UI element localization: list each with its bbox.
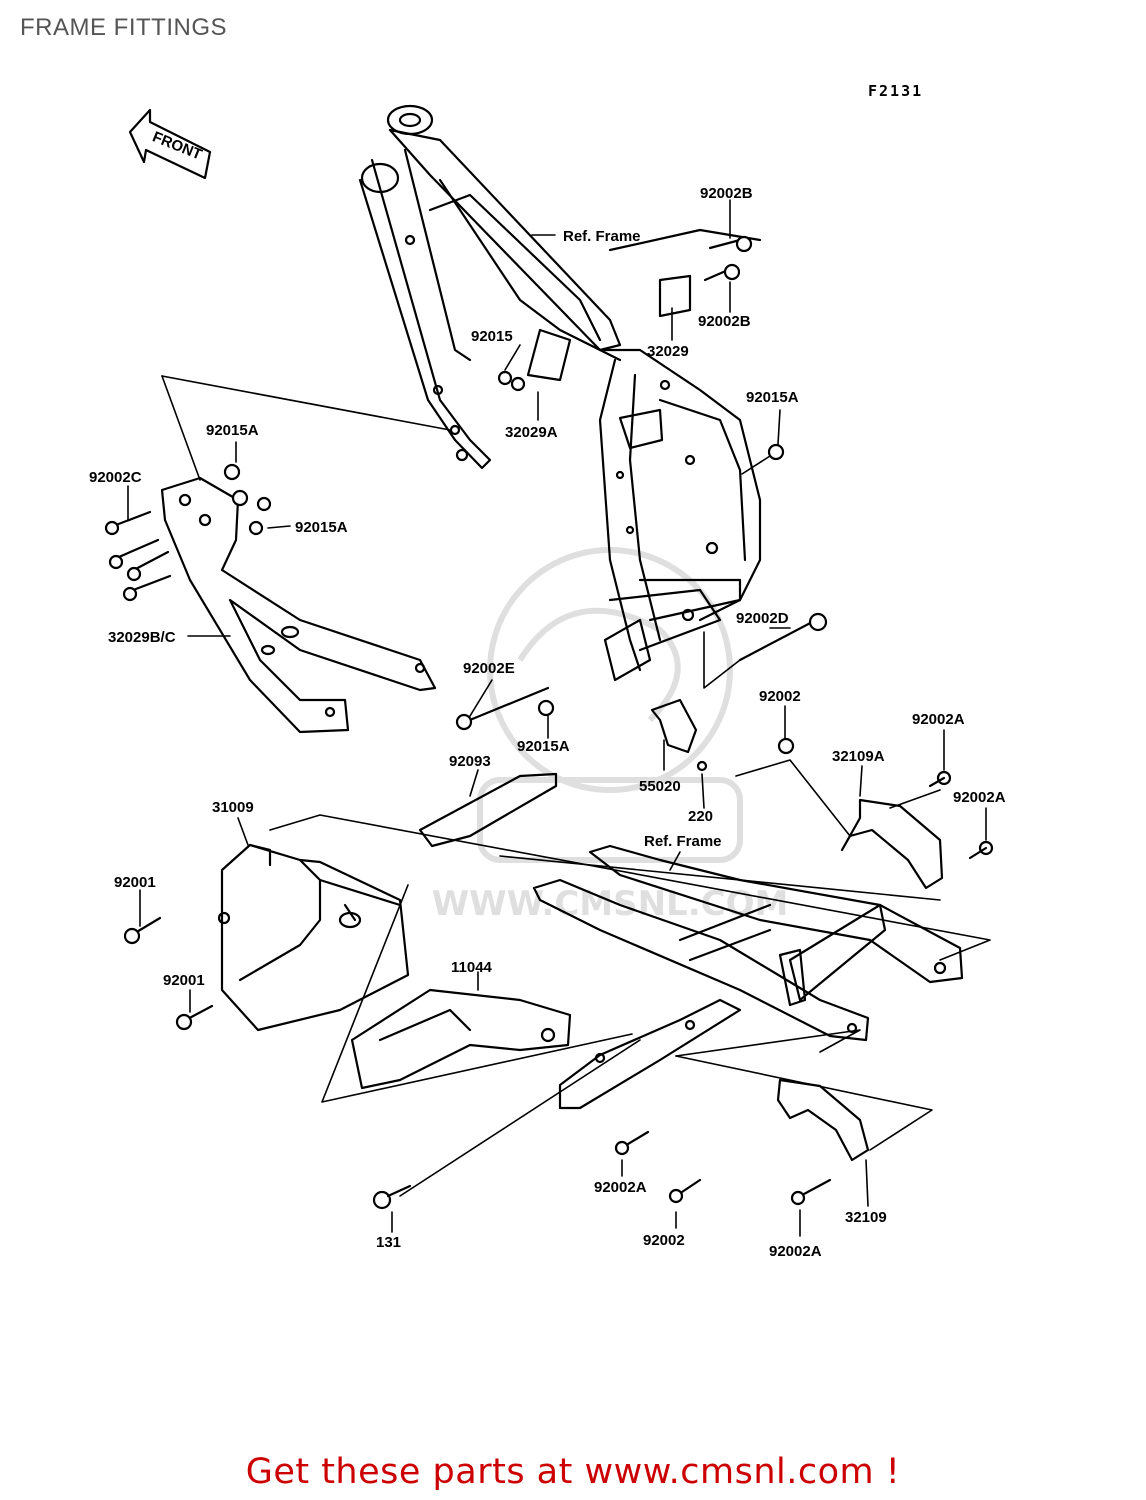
bolts-right <box>455 235 994 860</box>
label-32109a: 32109A <box>832 748 885 765</box>
label-92015a-low: 92015A <box>517 738 570 755</box>
figure-code: F2131 <box>868 82 923 100</box>
bracket-92093 <box>418 772 558 848</box>
bolts-left <box>104 463 272 602</box>
label-92002a-right-2: 92002A <box>953 789 1006 806</box>
label-220: 220 <box>688 808 713 825</box>
page-title: FRAME FITTINGS <box>20 14 227 41</box>
label-92001-a: 92001 <box>114 874 156 891</box>
label-92002c: 92002C <box>89 469 142 486</box>
label-ref-frame-low: Ref. Frame <box>644 833 722 850</box>
label-92002-mid: 92002 <box>759 688 801 705</box>
label-92001-b: 92001 <box>163 972 205 989</box>
leader-lines <box>127 199 991 1237</box>
bolts-lower <box>372 1130 832 1210</box>
label-92093: 92093 <box>449 753 491 770</box>
label-92015a-mid: 92015A <box>295 519 348 536</box>
label-32109: 32109 <box>845 1209 887 1226</box>
clamp-part <box>650 698 698 754</box>
label-32029: 32029 <box>647 343 689 360</box>
label-31009: 31009 <box>212 799 254 816</box>
bolts-92001 <box>123 916 214 1031</box>
label-92002-bottom: 92002 <box>643 1232 685 1249</box>
battery-box <box>217 843 410 1032</box>
label-32029a: 32029A <box>505 424 558 441</box>
label-92015: 92015 <box>471 328 513 345</box>
label-92015a-right: 92015A <box>746 389 799 406</box>
label-32029bc: 32029B/C <box>108 629 176 646</box>
label-92002b-top: 92002B <box>700 185 753 202</box>
label-92002b-bottom: 92002B <box>698 313 751 330</box>
rear-subframe <box>532 844 964 1110</box>
left-subframe-bracket <box>160 476 437 734</box>
label-11044: 11044 <box>451 959 493 976</box>
lower-cover <box>350 988 572 1090</box>
label-ref-frame-top: Ref. Frame <box>563 228 641 245</box>
cta-text[interactable]: Get these parts at www.cmsnl.com ! <box>245 1452 901 1492</box>
bracket-32109a <box>840 798 944 890</box>
label-92002e: 92002E <box>463 660 515 677</box>
label-92002a-right-1: 92002A <box>912 711 965 728</box>
label-55020: 55020 <box>639 778 681 795</box>
label-131: 131 <box>376 1234 401 1251</box>
front-arrow-icon: FRONT <box>128 108 212 180</box>
label-92015a-left: 92015A <box>206 422 259 439</box>
label-92002d: 92002D <box>736 610 789 627</box>
bracket-32109 <box>776 1078 870 1162</box>
label-92002a-bottom-2: 92002A <box>769 1243 822 1260</box>
cta-banner[interactable]: Get these parts at www.cmsnl.com ! <box>0 1452 1146 1492</box>
label-92002a-bottom-1: 92002A <box>594 1179 647 1196</box>
main-frame <box>358 104 762 682</box>
